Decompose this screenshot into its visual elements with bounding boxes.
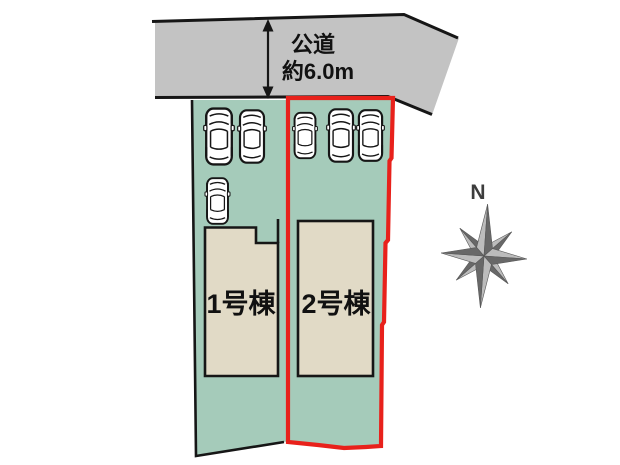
building-2-label: 2号棟 [301,289,371,319]
car-icon [291,111,319,160]
compass-north-label: N [470,181,485,204]
compass-rose [441,204,527,308]
building-1-label: 1号棟 [206,289,276,319]
car-icon [236,109,268,164]
car-icon [355,108,386,163]
plot-2-highlight-border [285,95,396,451]
road-width-label: 約6.0m [282,59,354,84]
road-width-arrow [262,19,274,99]
plot-1-boundary [190,99,285,458]
road-area [155,14,459,115]
car-icon [203,177,232,225]
road-top-edge [151,12,459,40]
car-icon [202,107,236,166]
building-2 [296,219,375,378]
road-name-label: 公道 [291,32,335,57]
car-icon [325,108,357,163]
